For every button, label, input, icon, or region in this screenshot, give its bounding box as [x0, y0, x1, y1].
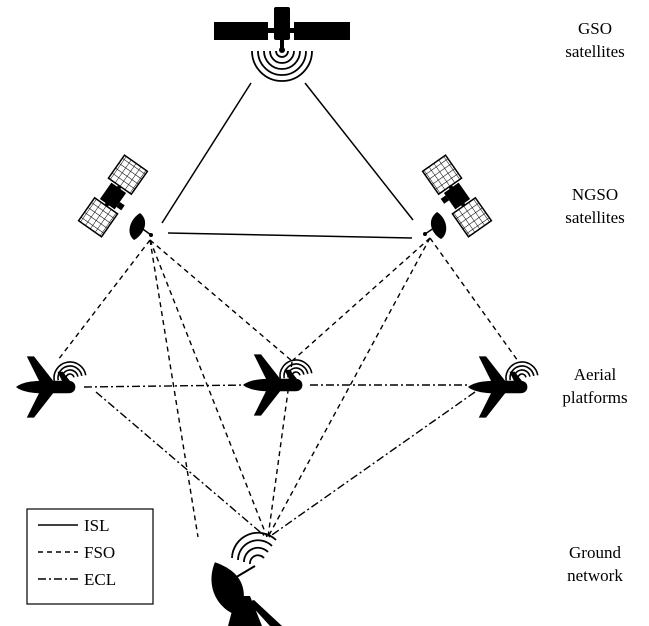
fso-link-right-sat-plane2 — [291, 237, 431, 362]
ecl-links — [83, 384, 476, 538]
aerial-platform-1 — [16, 356, 87, 418]
ground-dish-icon — [211, 562, 282, 626]
signal-waves-icon — [276, 356, 313, 380]
aerial-platform-2 — [243, 354, 313, 416]
legend-label-isl: ISL — [84, 516, 110, 535]
legend-item-isl: ISL — [38, 516, 110, 535]
layer-label-ground-line2: network — [567, 566, 623, 585]
layer-label-gso-line2: satellites — [565, 42, 625, 61]
legend-item-fso: FSO — [38, 543, 115, 562]
ngso-satellite-left — [77, 154, 153, 240]
airplane-icon — [16, 356, 76, 418]
ngso-satellite-right — [421, 154, 493, 239]
signal-waves-icon — [502, 358, 539, 382]
satellite-icon — [214, 7, 350, 53]
layer-label-aerial: Aerial platforms — [555, 363, 635, 409]
fso-link-left-sat-ground — [149, 239, 268, 538]
isl-links — [161, 82, 414, 239]
ecl-link-plane1-ground — [95, 391, 267, 538]
antenna-icon — [129, 213, 153, 240]
antenna-icon — [423, 212, 447, 239]
fso-link-right-sat-ground — [267, 237, 431, 538]
fso-link-left-sat-plane1 — [57, 239, 151, 361]
isl-link-gso-ngso-left — [161, 82, 252, 224]
layer-label-ngso-line2: satellites — [565, 208, 625, 227]
fso-link-right-sat-plane3 — [429, 237, 519, 362]
airplane-icon — [468, 356, 528, 418]
legend-item-ecl: ECL — [38, 570, 116, 589]
isl-link-gso-ngso-right — [304, 82, 414, 221]
ground-station — [211, 531, 282, 626]
signal-waves-icon — [50, 358, 87, 382]
fso-link-left-sat-ground2 — [149, 239, 199, 538]
layer-label-gso: GSO satellites — [555, 17, 635, 63]
legend-label-fso: FSO — [84, 543, 115, 562]
signal-waves-icon — [231, 531, 277, 565]
isl-link-ngso-ngso — [167, 232, 413, 239]
signal-waves-icon — [251, 50, 313, 82]
aerial-platform-3 — [468, 356, 539, 418]
layer-label-aerial-line2: platforms — [562, 388, 628, 407]
layer-label-ngso: NGSO satellites — [555, 183, 635, 229]
legend: ISL FSO ECL — [26, 508, 154, 605]
ecl-link-plane3-ground — [268, 391, 476, 538]
legend-label-ecl: ECL — [84, 570, 116, 589]
ecl-link-plane1-plane2 — [83, 384, 249, 388]
layer-label-gso-line1: GSO — [577, 19, 612, 38]
layer-label-ground-line1: Ground — [569, 543, 621, 562]
layer-label-aerial-line1: Aerial — [573, 365, 617, 384]
layer-label-ground: Ground network — [555, 541, 635, 587]
fso-link-left-sat-plane2 — [149, 239, 293, 362]
layer-label-ngso-line1: NGSO — [571, 185, 619, 204]
gso-satellite — [214, 7, 350, 82]
